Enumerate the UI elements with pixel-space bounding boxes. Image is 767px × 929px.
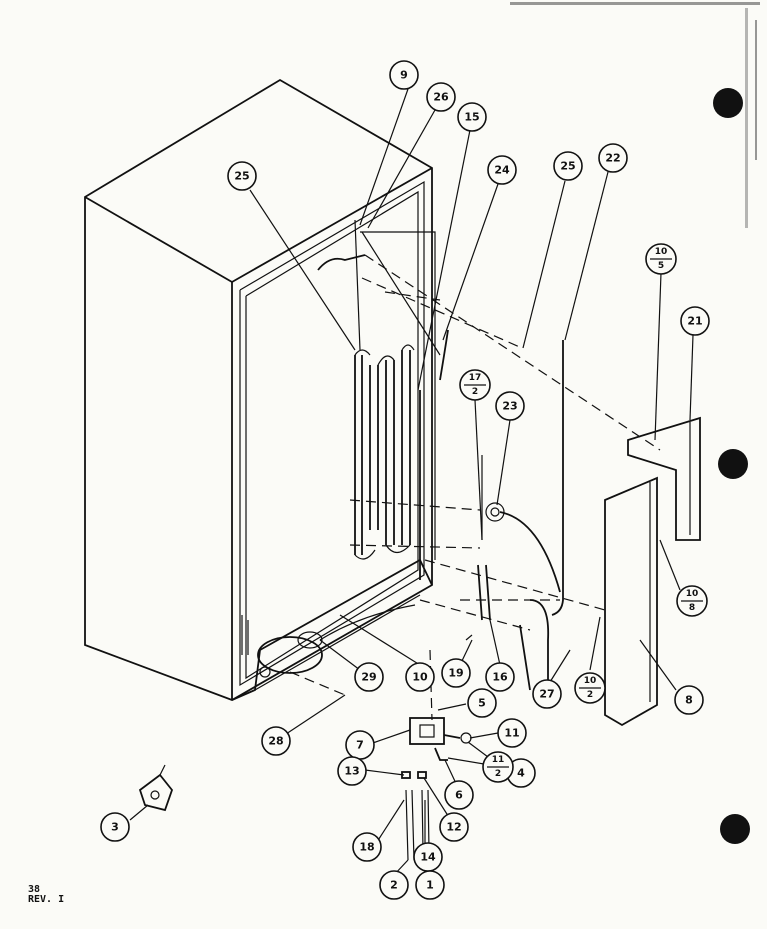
svg-text:9: 9 (400, 69, 408, 82)
svg-text:3: 3 (111, 821, 119, 834)
svg-text:13: 13 (344, 765, 359, 778)
svg-text:4: 4 (517, 767, 525, 780)
assembly-lines (289, 254, 661, 721)
callout-1: 1 (415, 870, 445, 900)
svg-text:8: 8 (689, 603, 695, 613)
callout-10-over-2: 10 2 (574, 672, 606, 704)
callout-10-over-8: 10 8 (676, 585, 708, 617)
callout-19: 19 (441, 658, 471, 688)
callout-13: 13 (337, 756, 367, 786)
svg-text:16: 16 (492, 671, 508, 684)
scan-edge-noise (510, 2, 760, 228)
svg-text:10: 10 (412, 671, 428, 684)
svg-text:10: 10 (584, 676, 597, 686)
callout-11: 11 (497, 718, 527, 748)
svg-text:2: 2 (587, 690, 593, 700)
callout-2: 2 (379, 870, 409, 900)
compressor (257, 604, 416, 678)
callout-16: 16 (485, 662, 515, 692)
callout-9: 9 (389, 60, 419, 90)
callout-12: 12 (439, 812, 469, 842)
bracket-3 (138, 764, 174, 812)
callout-11-over-2: 11 2 (482, 751, 514, 783)
callout-7: 7 (345, 730, 375, 760)
back-panel-8 (604, 476, 658, 727)
svg-text:5: 5 (658, 261, 664, 271)
leader-lines (129, 88, 694, 876)
callout-5: 5 (467, 688, 497, 718)
condenser-coil (317, 219, 441, 560)
svg-text:26: 26 (433, 91, 449, 104)
tubing (419, 329, 564, 616)
callout-10-over-5: 10 5 (645, 243, 677, 275)
callout-6: 6 (444, 780, 474, 810)
svg-text:6: 6 (455, 789, 463, 802)
callout-15: 15 (457, 102, 487, 132)
svg-text:28: 28 (268, 735, 283, 748)
svg-text:5: 5 (478, 697, 486, 710)
callout-24: 24 (487, 155, 517, 185)
callout-18: 18 (352, 832, 382, 862)
callout-8: 8 (674, 685, 704, 715)
svg-text:2: 2 (390, 879, 398, 892)
svg-text:25: 25 (560, 160, 575, 173)
svg-text:14: 14 (420, 851, 436, 864)
page-number: 38 (28, 884, 41, 895)
callout-28: 28 (261, 726, 291, 756)
callout-21: 21 (680, 306, 710, 336)
svg-text:19: 19 (448, 667, 463, 680)
callout-25: 25 (553, 151, 583, 181)
svg-text:11: 11 (504, 727, 519, 740)
callout-4: 4 (506, 758, 536, 788)
callout-23: 23 (495, 391, 525, 421)
callout-14: 14 (413, 842, 443, 872)
svg-text:8: 8 (685, 694, 693, 707)
svg-text:24: 24 (494, 164, 510, 177)
svg-text:17: 17 (469, 373, 482, 383)
callout-3: 3 (100, 812, 130, 842)
callout-29: 29 (354, 662, 384, 692)
callout-10: 10 (405, 662, 435, 692)
callout-17-over-2: 17 2 (459, 369, 491, 401)
svg-text:29: 29 (361, 671, 376, 684)
svg-text:11: 11 (492, 755, 505, 765)
svg-text:7: 7 (356, 739, 364, 752)
svg-text:25: 25 (234, 170, 249, 183)
svg-text:10: 10 (686, 589, 699, 599)
callout-25: 25 (227, 161, 257, 191)
svg-text:10: 10 (655, 247, 668, 257)
callout-27: 27 (532, 679, 562, 709)
callout-22: 22 (598, 143, 628, 173)
svg-text:27: 27 (539, 688, 554, 701)
svg-text:12: 12 (446, 821, 461, 834)
svg-text:21: 21 (687, 315, 702, 328)
binder-holes (713, 88, 750, 844)
svg-text:2: 2 (495, 769, 501, 779)
svg-text:2: 2 (472, 387, 478, 397)
svg-text:22: 22 (605, 152, 620, 165)
svg-text:1: 1 (426, 879, 434, 892)
revision-label: REV. I (28, 894, 65, 905)
callout-26: 26 (426, 82, 456, 112)
svg-text:15: 15 (464, 111, 479, 124)
svg-text:18: 18 (359, 841, 374, 854)
svg-text:23: 23 (502, 400, 517, 413)
refrigerator-cabinet (84, 78, 433, 701)
access-panel-21 (627, 416, 701, 541)
